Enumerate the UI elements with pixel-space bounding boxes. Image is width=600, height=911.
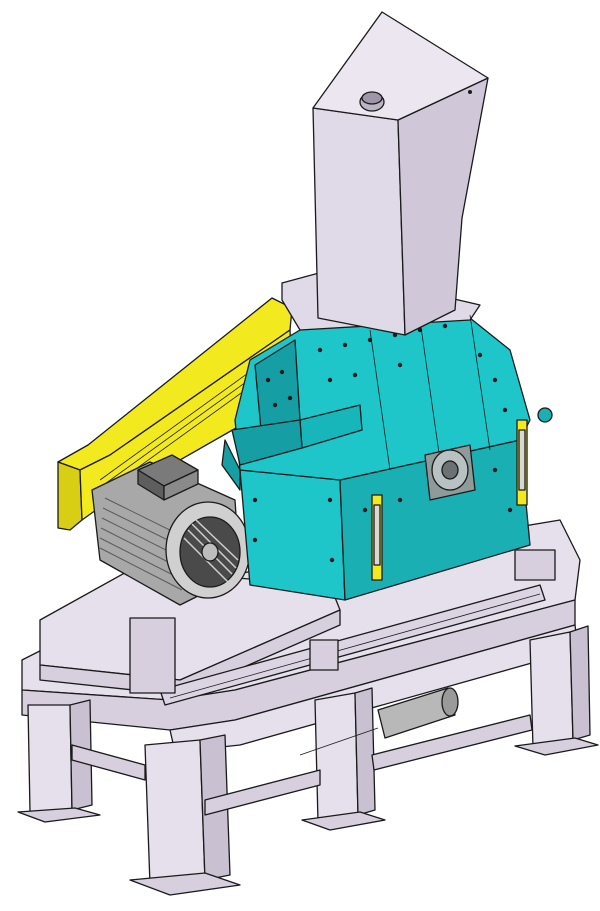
foot-front-left	[129, 872, 241, 896]
belt-guard-face	[57, 461, 83, 531]
electric-motor	[91, 454, 251, 606]
foot-back-left	[17, 807, 101, 823]
motor-base	[39, 549, 556, 706]
foot-front-right	[514, 737, 599, 756]
frame-lower-stretcher-right	[371, 714, 533, 771]
feed-hopper	[312, 11, 489, 336]
leg-front-left	[144, 739, 206, 886]
leg-front-right-side	[569, 625, 591, 741]
leg-front-right	[529, 631, 574, 749]
hopper-front	[312, 107, 406, 336]
leg-mid-side	[354, 687, 376, 816]
brace-left	[71, 744, 146, 781]
hammer-crusher-housing	[221, 269, 553, 601]
hopper-top	[312, 11, 489, 121]
side-cylinders	[371, 407, 553, 581]
frame-lower-stretcher	[204, 769, 321, 816]
hydraulic-cylinder	[299, 687, 459, 756]
crusher-bolts	[252, 323, 513, 563]
foot-mid	[301, 811, 386, 831]
leg-mid	[314, 692, 359, 823]
hopper-side	[397, 77, 489, 336]
leg-back-left	[27, 704, 73, 813]
crusher-front	[239, 469, 346, 601]
